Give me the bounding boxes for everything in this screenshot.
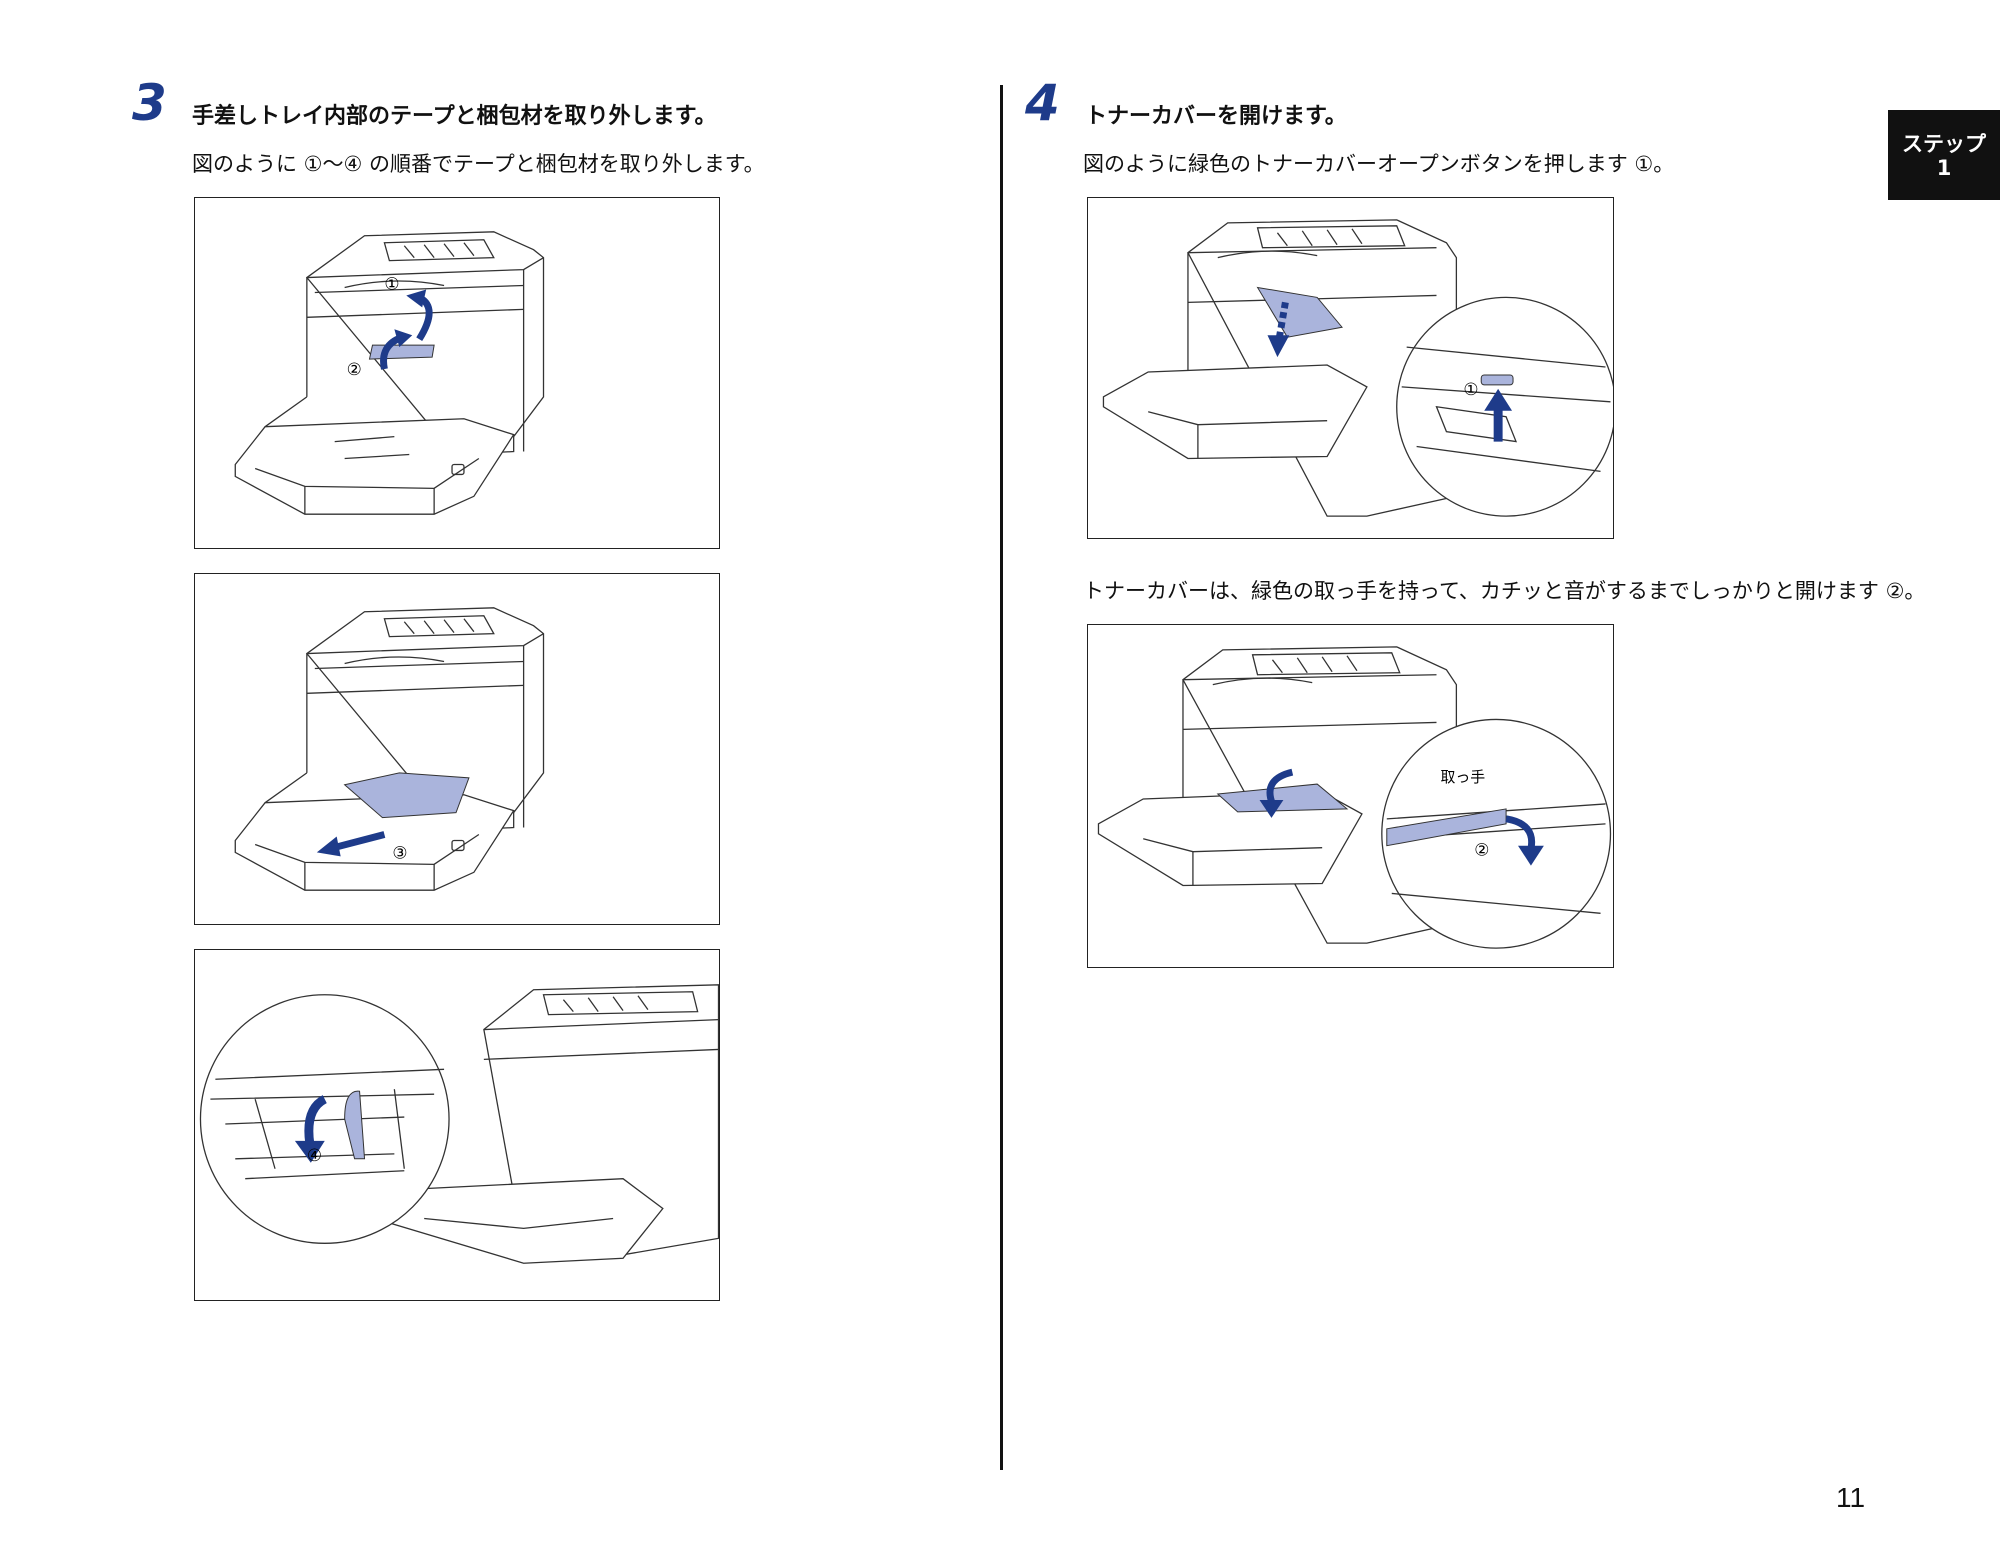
handle-label: 取っ手: [1440, 768, 1485, 786]
step-number-4: 4: [1025, 74, 1060, 132]
callout-1: ①: [1463, 379, 1478, 399]
callout-2: ②: [347, 359, 362, 379]
callout-1: ①: [384, 273, 399, 293]
tab-number: 1: [1936, 156, 1952, 180]
step-3-description: 図のように ①～④ の順番でテープと梱包材を取り外します。: [192, 152, 765, 176]
page-number: 11: [1836, 1482, 1866, 1513]
column-divider: [1000, 85, 1003, 1470]
step-3-figure-2: ③: [194, 573, 720, 925]
step-4-figure-2: 取っ手 ②: [1087, 624, 1614, 968]
step-4-description-2: トナーカバーは、緑色の取っ手を持って、カチッと音がするまでしっかりと開けます ②…: [1083, 579, 1926, 603]
step-number-3: 3: [132, 74, 167, 132]
step-4-title: トナーカバーを開けます。: [1085, 104, 1347, 129]
step-3-title: 手差しトレイ内部のテープと梱包材を取り外します。: [192, 104, 717, 129]
callout-2: ②: [1474, 840, 1489, 860]
callout-3: ③: [392, 842, 407, 862]
tab-label: ステップ: [1902, 132, 1986, 156]
callout-4: ④: [307, 1145, 322, 1165]
step-3-figure-3: ④: [194, 949, 720, 1301]
step-3-figure-1: ① ②: [194, 197, 720, 549]
step-4-description-1: 図のように緑色のトナーカバーオープンボタンを押します ①。: [1083, 152, 1675, 176]
step-4-figure-1: ①: [1087, 197, 1614, 539]
step-side-tab: ステップ 1: [1888, 110, 2000, 200]
